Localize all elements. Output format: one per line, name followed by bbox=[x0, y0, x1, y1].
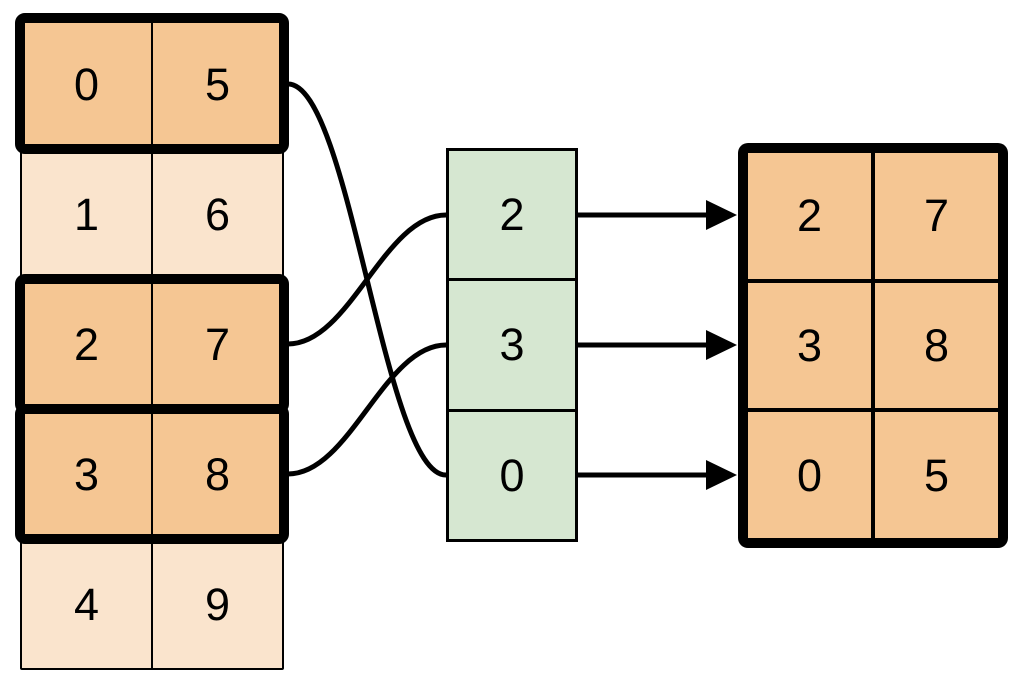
arrow-index2-to-result-row2 bbox=[578, 460, 737, 490]
index-cell-2: 0 bbox=[449, 411, 575, 539]
source-cell-r3c0: 3 bbox=[22, 410, 151, 538]
source-cell-r4c1: 9 bbox=[153, 540, 282, 668]
source-table: 0 5 1 6 2 7 3 8 4 9 bbox=[20, 18, 284, 670]
result-cell-r1c0: 3 bbox=[748, 282, 871, 409]
result-table: 2 7 3 8 0 5 bbox=[738, 143, 1008, 548]
source-cell-r1c1: 6 bbox=[153, 150, 282, 278]
index-cell-1: 3 bbox=[449, 281, 575, 409]
source-cell-r4c0: 4 bbox=[22, 540, 151, 668]
result-cell-r1c1: 8 bbox=[875, 282, 998, 409]
result-cell-r2c1: 5 bbox=[875, 412, 998, 538]
source-cell-r2c1: 7 bbox=[153, 280, 282, 408]
source-cell-r0c1: 5 bbox=[153, 20, 282, 148]
arrow-index1-to-result-row1 bbox=[578, 330, 737, 360]
index-cell-0: 2 bbox=[449, 151, 575, 279]
curve-source-row2-to-index-cell0 bbox=[287, 212, 447, 347]
source-cell-r0c0: 0 bbox=[22, 20, 151, 148]
result-cell-r2c0: 0 bbox=[748, 412, 871, 538]
index-column: 2 3 0 bbox=[446, 148, 578, 542]
curve-source-row3-to-index-cell1 bbox=[287, 342, 447, 477]
curve-source-row0-to-index-cell2 bbox=[287, 81, 447, 478]
source-cell-r2c0: 2 bbox=[22, 280, 151, 408]
source-cell-r3c1: 8 bbox=[153, 410, 282, 538]
result-cell-r0c1: 7 bbox=[875, 153, 998, 279]
arrow-index0-to-result-row0 bbox=[578, 200, 737, 230]
result-cell-r0c0: 2 bbox=[748, 153, 871, 279]
source-cell-r1c0: 1 bbox=[22, 150, 151, 278]
